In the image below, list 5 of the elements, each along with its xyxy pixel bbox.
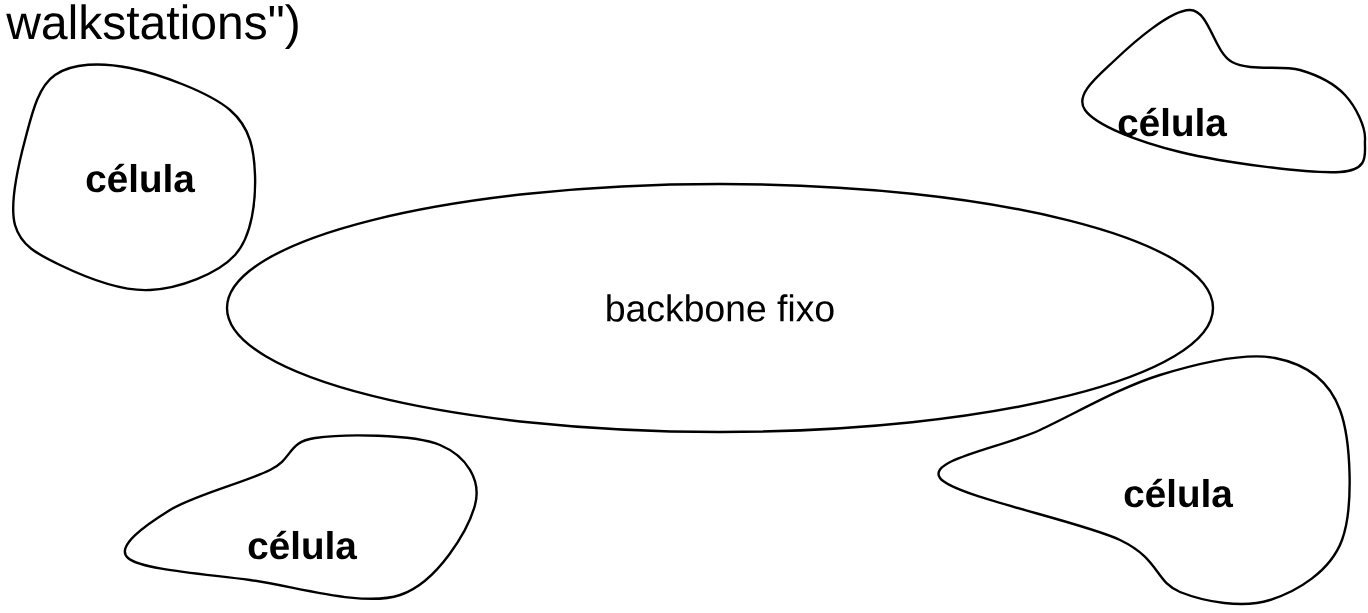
cell-blob: célula bbox=[12, 63, 257, 292]
cell-blob: célula bbox=[937, 355, 1351, 606]
caption-text: walkstations") bbox=[6, 4, 298, 49]
cell-blob: célula bbox=[1081, 8, 1367, 174]
cell-blob: célula bbox=[123, 434, 478, 600]
